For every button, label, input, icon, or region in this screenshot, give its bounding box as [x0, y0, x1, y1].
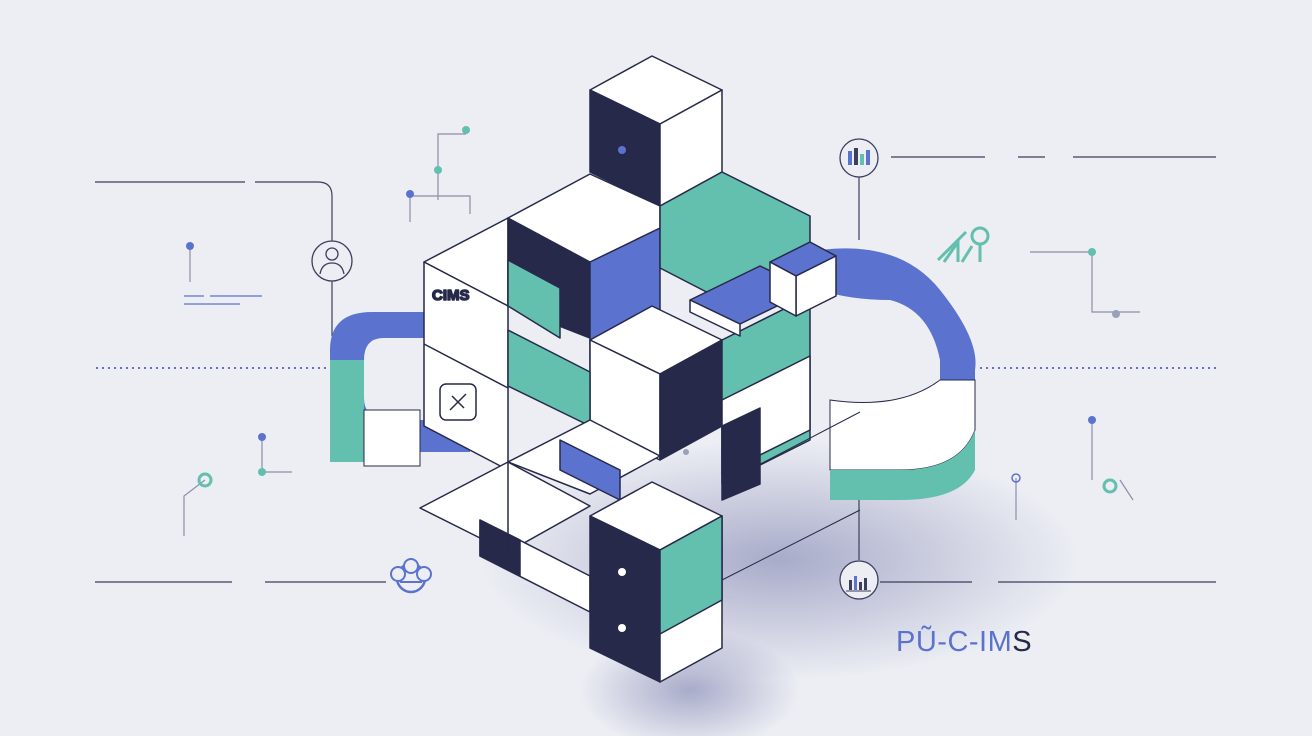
bar-chart-icon	[839, 138, 879, 178]
user-avatar-icon	[311, 240, 353, 282]
ribbon-loop	[330, 248, 976, 500]
brand-wordmark: PŨ-C-IMS	[896, 626, 1032, 659]
node-dots	[186, 126, 1120, 494]
brand-part-1: PŨ-C-IM	[896, 626, 1013, 658]
cube-structure: CIMS	[419, 55, 861, 683]
cloud-network-icon	[390, 558, 432, 594]
growth-chart-icon	[936, 226, 990, 263]
cube-label: CIMS	[432, 287, 470, 304]
brand-part-2: S	[1012, 626, 1033, 658]
text-placeholder-lines	[184, 295, 262, 305]
analytics-chart-icon	[839, 560, 879, 600]
